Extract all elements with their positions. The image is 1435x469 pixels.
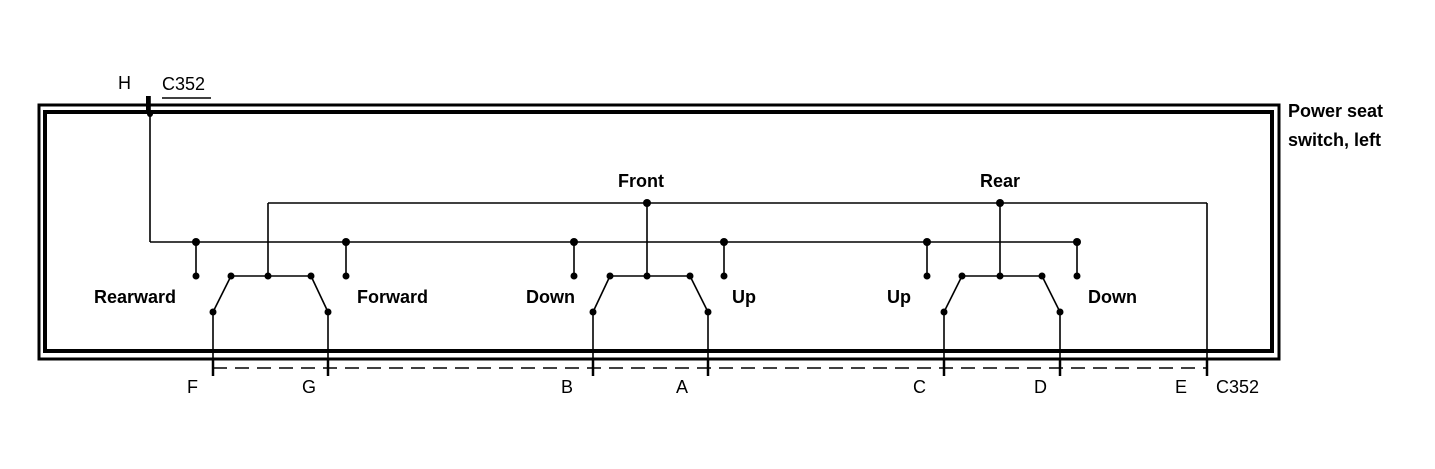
switch-fore-aft: [212, 275, 329, 368]
pin-h-wire: [146, 96, 151, 242]
pin-label-h: H: [118, 73, 131, 93]
switch-rear-tilt: [943, 275, 1061, 368]
component-name-line1: Power seat: [1288, 101, 1383, 121]
switch-label-front-up: Up: [732, 287, 756, 307]
component-name-line2: switch, left: [1288, 130, 1381, 150]
pin-label-d: D: [1034, 377, 1047, 397]
pin-label-c: C: [913, 377, 926, 397]
switch-label-forward: Forward: [357, 287, 428, 307]
junction-dots: [147, 111, 1081, 316]
pin-label-e: E: [1175, 377, 1187, 397]
pin-label-g: G: [302, 377, 316, 397]
pin-label-f: F: [187, 377, 198, 397]
pin-label-b: B: [561, 377, 573, 397]
switch-label-front-down: Down: [526, 287, 575, 307]
group-label-front: Front: [618, 171, 664, 191]
connector-label-top: C352: [162, 74, 205, 94]
upper-ground-line: [267, 202, 1208, 368]
switch-label-rear-down: Down: [1088, 287, 1137, 307]
switch-label-rearward: Rearward: [94, 287, 176, 307]
connector-label-bottom: C352: [1216, 377, 1259, 397]
group-label-rear: Rear: [980, 171, 1020, 191]
switch-label-rear-up: Up: [887, 287, 911, 307]
switch-enclosure: [37, 103, 1281, 361]
switch-front-tilt: [592, 275, 709, 368]
pin-label-a: A: [676, 377, 688, 397]
pin-ticks: [211, 360, 1209, 376]
bus-drops: [195, 242, 1078, 276]
